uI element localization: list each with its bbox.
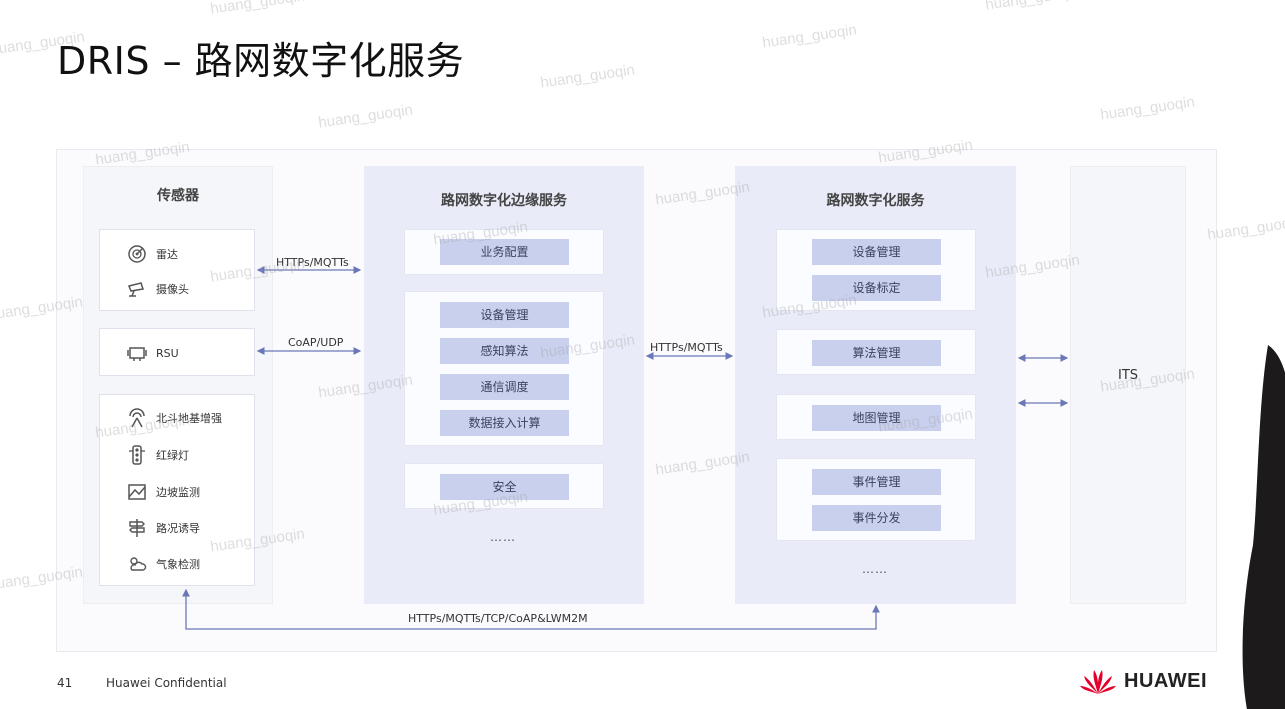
huawei-logo: HUAWEI: [1078, 666, 1207, 696]
sensor-item-traffic-light: 红绿灯: [126, 444, 189, 466]
sensors-title: 传感器: [157, 188, 199, 204]
confidential-label: Huawei Confidential: [106, 676, 227, 690]
sensor-group-rsu: RSU: [99, 328, 255, 376]
watermark: huang_guoqin: [761, 21, 858, 52]
traffic-light-icon: [126, 444, 148, 466]
sensor-group-radar-camera: 雷达 摄像头: [99, 229, 255, 311]
its-column: [1070, 166, 1186, 604]
protocol-sensors-edge: HTTPs/MQTTs: [276, 256, 349, 269]
sensor-label-weather: 气象检测: [156, 558, 200, 571]
edge-btn-data-access: 数据接入计算: [440, 410, 569, 436]
cloud-btn-map-mgmt: 地图管理: [812, 405, 941, 431]
sensor-item-slope: 边坡监测: [126, 481, 200, 503]
watermark: huang_guoqin: [317, 101, 414, 132]
sensor-label-slope: 边坡监测: [156, 486, 200, 499]
edge-service-title: 路网数字化边缘服务: [441, 193, 567, 209]
edge-btn-security: 安全: [440, 474, 569, 500]
cloud-panel-device: 设备管理 设备标定: [776, 229, 976, 311]
cloud-panel-algo: 算法管理: [776, 329, 976, 375]
cloud-panel-events: 事件管理 事件分发: [776, 458, 976, 541]
edge-ellipsis: ……: [490, 530, 516, 544]
watermark: huang_guoqin: [984, 0, 1081, 14]
sensor-item-radar: 雷达: [126, 243, 178, 265]
cloud-panel-map: 地图管理: [776, 394, 976, 440]
radar-icon: [126, 243, 148, 265]
protocol-bottom-bus: HTTPs/MQTTs/TCP/CoAP&LWM2M: [408, 612, 588, 625]
sensor-item-signpost: 路况诱导: [126, 517, 200, 539]
sensor-label-camera: 摄像头: [156, 283, 189, 296]
edge-btn-device-mgmt: 设备管理: [440, 302, 569, 328]
cloud-btn-device-calibration: 设备标定: [812, 275, 941, 301]
sensor-label-radar: 雷达: [156, 248, 178, 261]
signpost-icon: [126, 517, 148, 539]
slide-title: DRIS – 路网数字化服务: [57, 39, 465, 83]
rsu-icon: [126, 342, 148, 364]
watermark: huang_guoqin: [539, 61, 636, 92]
weather-icon: [126, 553, 148, 575]
edge-btn-comm-scheduling: 通信调度: [440, 374, 569, 400]
cloud-ellipsis: ……: [862, 562, 888, 576]
huawei-flower-icon: [1080, 670, 1116, 694]
beidou-antenna-icon: [126, 407, 148, 429]
slope-monitor-icon: [126, 481, 148, 503]
edge-btn-perception-algo: 感知算法: [440, 338, 569, 364]
edge-panel-config: 业务配置: [404, 229, 604, 275]
sensor-item-weather: 气象检测: [126, 553, 200, 575]
cloud-btn-event-dispatch: 事件分发: [812, 505, 941, 531]
cloud-btn-device-mgmt: 设备管理: [812, 239, 941, 265]
camera-icon: [126, 278, 148, 300]
cloud-btn-algo-mgmt: 算法管理: [812, 340, 941, 366]
protocol-edge-cloud: HTTPs/MQTTs: [650, 341, 723, 354]
sensor-group-infrastructure: 北斗地基增强 红绿灯 边坡监测 路况诱导 气象检测: [99, 394, 255, 586]
watermark: huang_guoqin: [1099, 93, 1196, 124]
sensor-label-rsu: RSU: [156, 346, 179, 360]
sensor-item-camera: 摄像头: [126, 278, 189, 300]
sensor-item-rsu: RSU: [126, 342, 179, 364]
protocol-rsu-edge: CoAP/UDP: [288, 336, 344, 349]
sensor-label-traffic-light: 红绿灯: [156, 449, 189, 462]
sensor-item-beidou: 北斗地基增强: [126, 407, 222, 429]
presenter-silhouette: [1242, 345, 1285, 709]
sensor-label-beidou: 北斗地基增强: [156, 412, 222, 425]
cloud-btn-event-mgmt: 事件管理: [812, 469, 941, 495]
sensor-label-signpost: 路况诱导: [156, 522, 200, 535]
watermark: huang_guoqin: [209, 0, 306, 18]
watermark: huang_guoqin: [1206, 213, 1285, 244]
edge-panel-core: 设备管理 感知算法 通信调度 数据接入计算: [404, 291, 604, 446]
cloud-service-title: 路网数字化服务: [826, 193, 925, 209]
edge-btn-business-config: 业务配置: [440, 239, 569, 265]
page-number: 41: [57, 676, 73, 690]
edge-panel-security: 安全: [404, 463, 604, 509]
huawei-wordmark: HUAWEI: [1124, 669, 1207, 692]
its-label: ITS: [1117, 368, 1139, 383]
